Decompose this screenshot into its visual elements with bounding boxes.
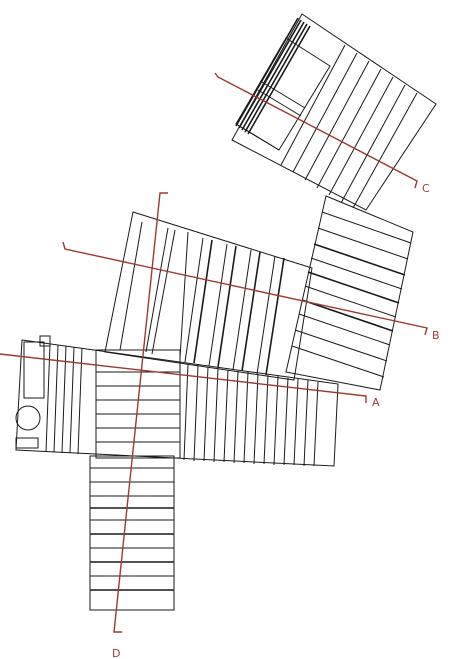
- section-label-c: C: [422, 182, 430, 195]
- section-line-a: [0, 353, 367, 403]
- block-c: [231, 13, 437, 211]
- section-label-b: B: [432, 329, 440, 342]
- block-b: [285, 195, 414, 391]
- block-c-slats: [280, 44, 418, 209]
- block-c-stair-treads: [235, 17, 311, 135]
- block-a-slats: [45, 343, 319, 467]
- block-frame-slats: [184, 237, 285, 376]
- section-label-a: A: [372, 396, 380, 409]
- section-line-c: [214, 72, 418, 189]
- section-line-b: [62, 241, 428, 336]
- block-b-slats: [291, 211, 412, 378]
- block-frame: [104, 211, 313, 381]
- block-a: [15, 335, 339, 467]
- block-tower-slats: [90, 467, 174, 591]
- block-tower: [89, 455, 175, 611]
- section-label-d: D: [112, 647, 120, 659]
- section-line-d: [113, 192, 168, 633]
